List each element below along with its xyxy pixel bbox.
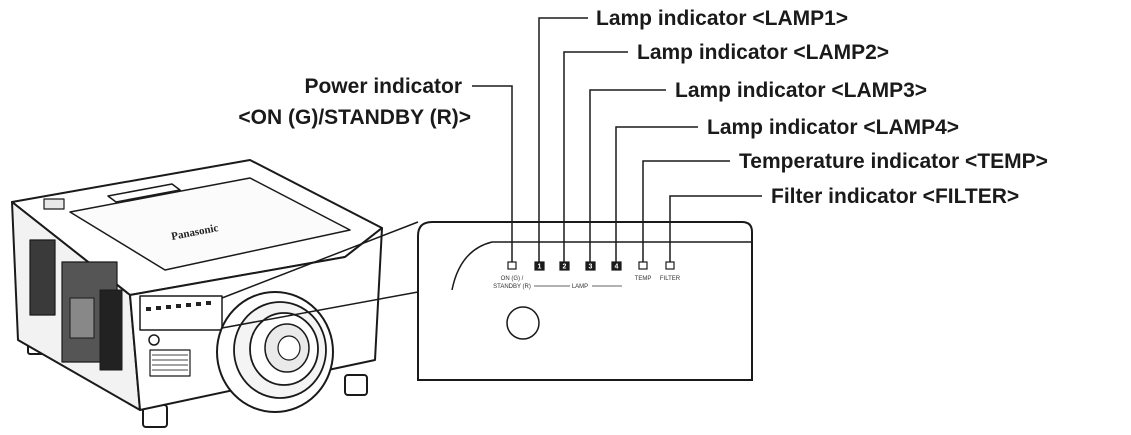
leader-line-power <box>472 85 513 262</box>
lamp-number-1: 1 <box>538 264 542 271</box>
projector-indicator-dots <box>146 301 211 311</box>
callout-lamp2: Lamp indicator <LAMP2> <box>637 41 889 64</box>
projector-side-screen <box>69 297 95 339</box>
projector-illustration <box>11 159 383 428</box>
filter-led <box>665 261 675 270</box>
projector-front-sensor <box>148 334 160 346</box>
callout-power-line1: Power indicator <box>304 75 462 98</box>
callout-power-line2: <ON (G)/STANDBY (R)> <box>238 106 471 129</box>
callout-lamp1: Lamp indicator <LAMP1> <box>596 7 848 30</box>
temp-led-label: TEMP <box>635 276 652 282</box>
leader-line-filter <box>669 195 762 262</box>
callout-lamp4: Lamp indicator <LAMP4> <box>707 116 959 139</box>
zoomed-panel-outline <box>417 221 753 381</box>
projector-top-latch <box>43 198 65 210</box>
zoom-connector <box>221 221 419 329</box>
zoomed-indicator-panel: 1 2 3 4 ON (G) / STANDBY (R) LAMP TEMP F… <box>417 221 753 381</box>
projector-side-port-panel <box>29 239 56 316</box>
zoomed-panel-sensor <box>506 306 540 340</box>
projector-lens <box>216 291 334 413</box>
projector-top-vent <box>107 183 181 203</box>
projector-foot <box>344 374 368 396</box>
callout-filter: Filter indicator <FILTER> <box>771 185 1019 208</box>
leader-line-lamp3 <box>589 89 666 262</box>
zoomed-panel-bevel <box>451 241 752 291</box>
projector-front-grille <box>149 349 191 377</box>
power-led-label-line2: STANDBY (R) <box>493 284 531 290</box>
temp-led <box>638 261 648 270</box>
projector-top-panel <box>69 177 351 271</box>
leader-line-lamp4 <box>615 126 698 262</box>
power-led <box>507 261 517 270</box>
leader-line-lamp1 <box>538 17 588 262</box>
filter-led-label: FILTER <box>660 276 681 282</box>
projector-side-vent <box>99 289 123 371</box>
callout-lamp3: Lamp indicator <LAMP3> <box>675 79 927 102</box>
leader-line-temp <box>642 160 730 262</box>
projector-front-grille-lines <box>152 354 188 371</box>
lamp-number-3: 3 <box>589 264 593 271</box>
lamp-group-label: LAMP <box>572 284 588 290</box>
lamp-number-4: 4 <box>615 264 619 271</box>
leader-line-lamp2 <box>563 51 628 262</box>
power-led-label-line1: ON (G) / <box>501 276 524 282</box>
lamp-number-2: 2 <box>563 264 567 271</box>
leader-lines <box>472 17 762 262</box>
callout-temp: Temperature indicator <TEMP> <box>739 150 1048 173</box>
